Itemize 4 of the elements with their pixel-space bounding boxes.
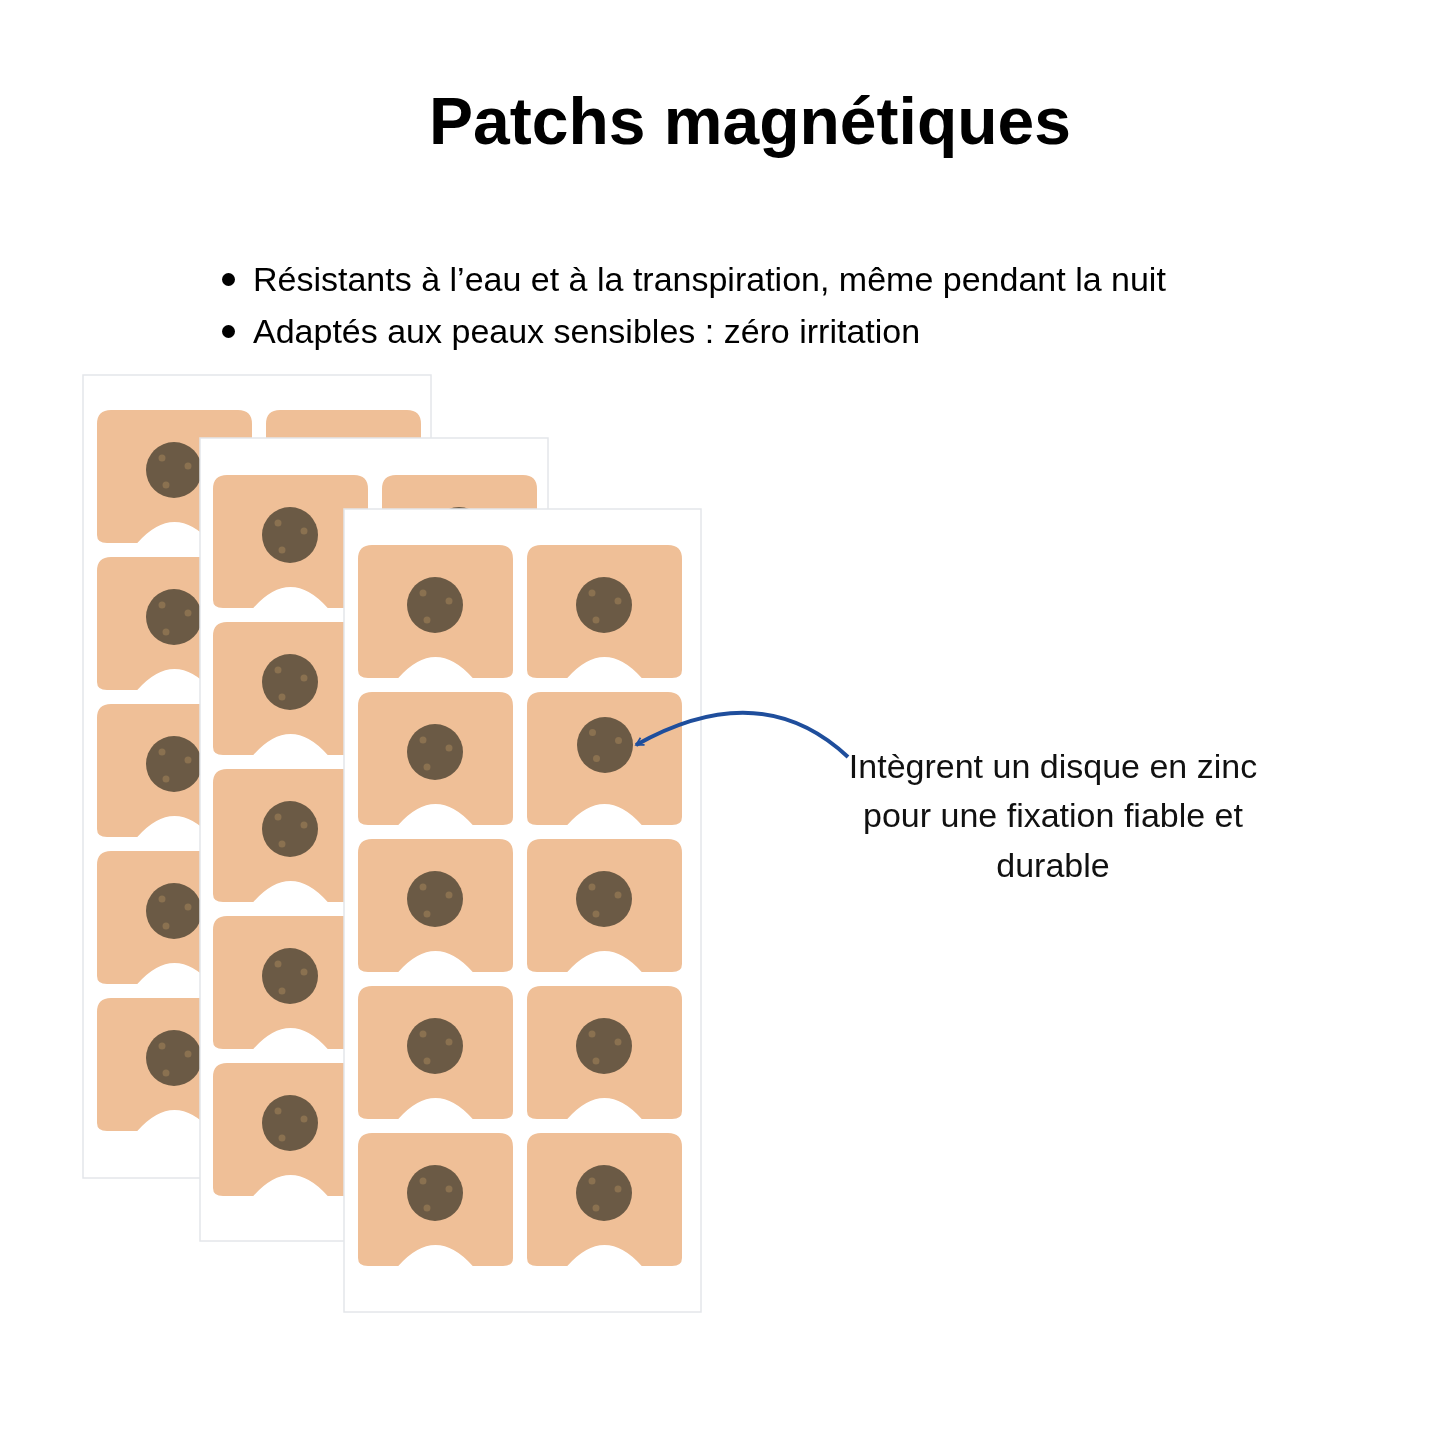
bullet-text: Résistants à l’eau et à la transpiration, même pendant la nuit [253, 259, 1166, 300]
callout-text: Intègrent un disque en zinc pour une fixation fiable et durable [848, 746, 1258, 886]
bullet-text: Adaptés aux peaux sensibles : zéro irritation [253, 311, 921, 352]
curved-arrow [635, 711, 850, 759]
